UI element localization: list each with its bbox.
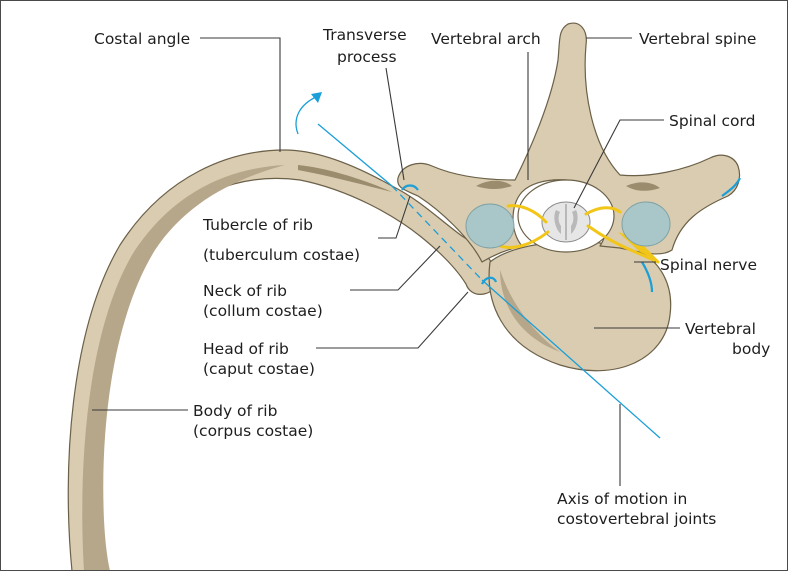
- anatomy-figure: Costal angle Transverse process Vertebra…: [0, 0, 788, 571]
- figure-frame: [0, 0, 788, 571]
